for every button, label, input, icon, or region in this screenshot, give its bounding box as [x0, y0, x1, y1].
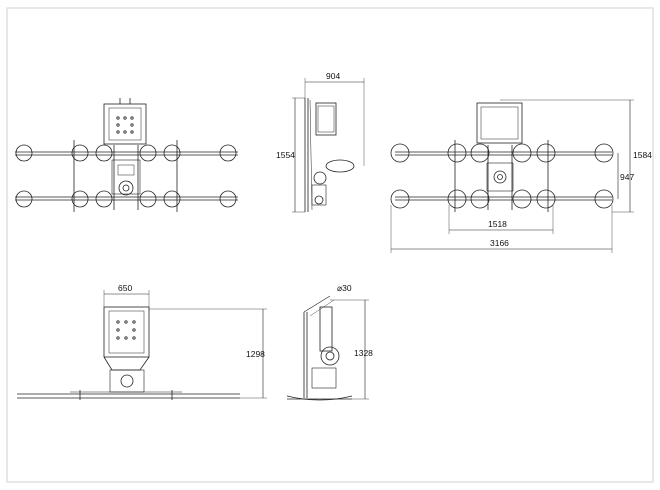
dim-side-lower-height: 1328	[354, 348, 373, 358]
dim-side-upper-height: 1554	[276, 150, 295, 160]
dim-side-lower-angle: ⌀30	[337, 283, 352, 293]
dim-front-lower-width: 650	[118, 283, 132, 293]
dim-top-right-outer-width: 3166	[490, 238, 509, 248]
side-view-lower	[286, 295, 369, 401]
side-view-upper	[292, 78, 365, 213]
dim-front-lower-height: 1298	[246, 349, 265, 359]
dim-top-right-inner-width: 1518	[488, 219, 507, 229]
top-view-left	[15, 98, 238, 212]
dim-side-upper-width: 904	[326, 71, 340, 81]
front-view-lower	[17, 290, 267, 400]
sheet-border	[6, 7, 654, 483]
dim-top-right-inner-height: 947	[620, 172, 634, 182]
dim-top-right-outer-height: 1584	[633, 150, 652, 160]
top-view-right	[390, 99, 634, 253]
